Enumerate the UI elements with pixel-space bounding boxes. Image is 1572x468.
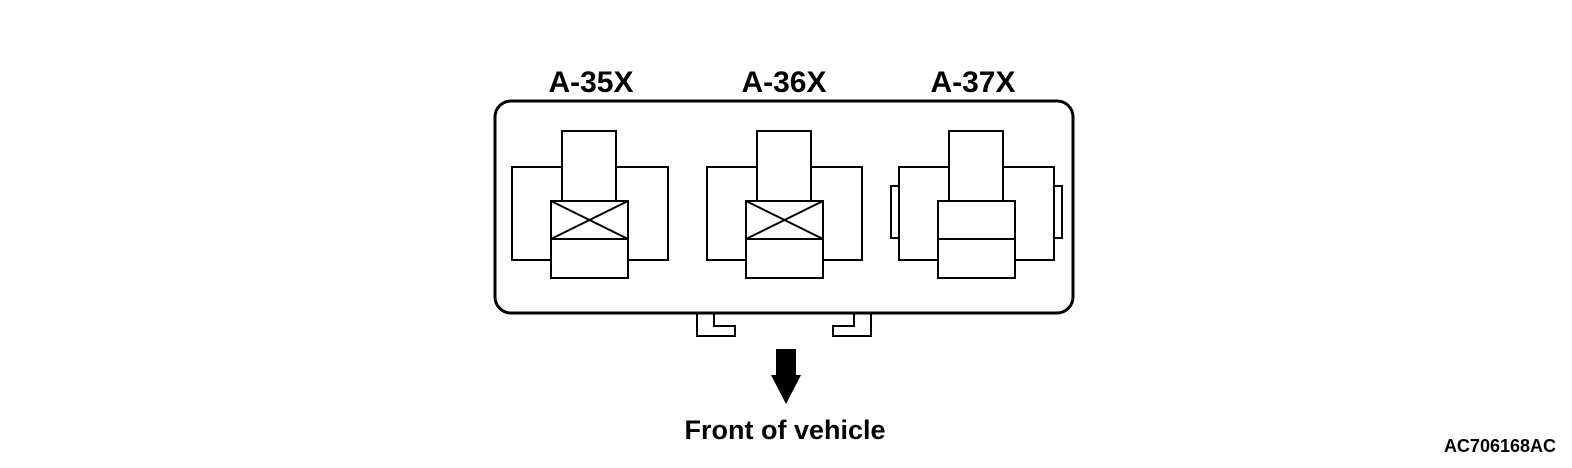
arrow-down-icon [771, 349, 801, 404]
relay-label-a35x: A-35X [548, 66, 633, 99]
mounting-clip-left [696, 314, 736, 337]
relay-socket-a35x [511, 130, 669, 279]
relay-socket-a37x [890, 130, 1063, 279]
direction-label: Front of vehicle [684, 415, 885, 445]
relay-socket-a36x [706, 130, 863, 279]
relay-label-a37x: A-37X [930, 66, 1015, 99]
figure-code: AC706168AC [1444, 436, 1556, 456]
relay-box-housing [493, 99, 1075, 315]
mounting-clip-right [832, 314, 872, 337]
relay-label-a36x: A-36X [741, 66, 826, 99]
